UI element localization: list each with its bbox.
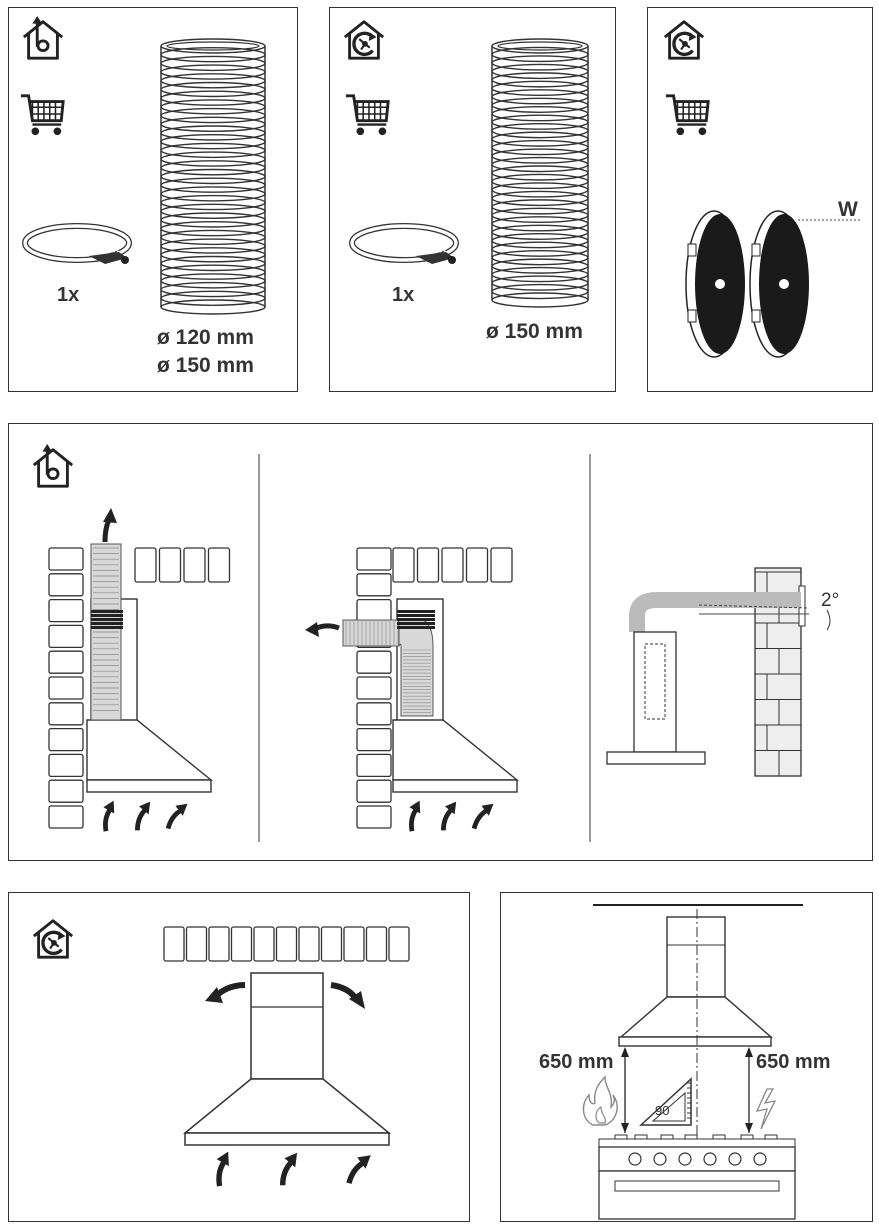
panel-carbon-filters: W [647,7,873,392]
height-label-electric: 650 mm [756,1051,831,1073]
angle-label: 2° [821,590,840,611]
diameter-label-150: ø 150 mm [157,354,254,377]
panel-recirculation-duct: 1x ø 150 mm [329,7,616,392]
panel-installation-height: 650 mm 650 mm 90 [500,892,873,1222]
hood-height-diagram [582,904,803,1220]
diameter-label-150: ø 150 mm [486,320,583,343]
flexible-duct-illustration [491,38,589,308]
recirculation-hood-diagram [163,926,410,1223]
panel-recirculation-installation [8,892,470,1222]
panel-extraction-installation: 2° [8,423,873,861]
flexible-duct-illustration [160,38,266,315]
carbon-filter-illustration [685,210,860,358]
panel-extraction-accessories: 1x ø 120 mm ø 150 mm [8,7,298,392]
right-angle-mark: 90 [655,1103,670,1118]
installation-diagrams [48,454,831,842]
quantity-label: 1x [392,284,415,306]
height-label-gas: 650 mm [539,1051,614,1073]
quantity-label: 1x [57,284,80,306]
width-label: W [838,198,858,221]
diameter-label-120: ø 120 mm [157,326,254,349]
